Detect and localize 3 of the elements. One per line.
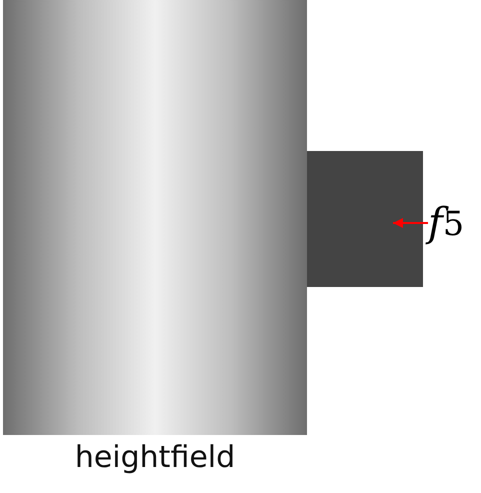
dark-square (307, 151, 423, 287)
caption-label: heightfield (74, 440, 236, 475)
arrow (393, 218, 428, 228)
